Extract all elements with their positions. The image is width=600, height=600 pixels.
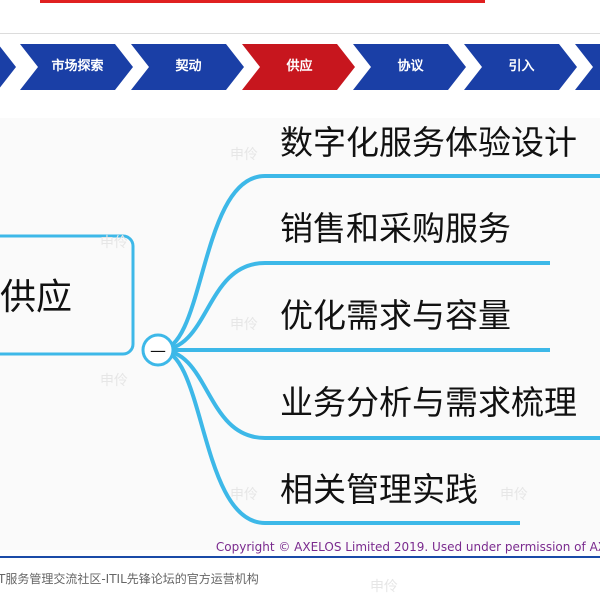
chevron-step-1 [20, 44, 133, 90]
watermark-5: 申伶 [230, 487, 258, 503]
chevron-label-5: 引入 [508, 59, 535, 74]
chevron-step-6 [575, 44, 600, 90]
branch-label-3: 优化需求与容量 [280, 296, 511, 335]
branch-connector-4 [159, 348, 600, 440]
top-red-line [40, 0, 485, 3]
chevron-label-3: 供应 [286, 59, 313, 74]
chevron-step-5 [464, 44, 577, 90]
watermark-4: 申伶 [100, 373, 128, 389]
footer-strip: T服务管理交流社区-ITIL先锋论坛的官方运营机构 申伶 [0, 556, 600, 600]
chevron-step-4 [353, 44, 466, 90]
chevron-shapes [0, 44, 600, 90]
watermark-7: 申伶 [370, 579, 398, 595]
footer-text: T服务管理交流社区-ITIL先锋论坛的官方运营机构 [0, 572, 259, 586]
mindmap-connectors: — [0, 174, 600, 525]
root-node-label: 供应 [0, 277, 73, 318]
chevron-step-3 [242, 44, 355, 90]
chevron-label-4: 协议 [397, 59, 424, 74]
branch-label-4: 业务分析与需求梳理 [280, 383, 577, 422]
branch-label-1: 数字化服务体验设计 [280, 123, 577, 162]
chevron-step-2 [131, 44, 244, 90]
chevron-label-1: 市场探索 [51, 59, 104, 74]
branch-connector-5 [159, 348, 520, 525]
watermark-3: 申伶 [230, 317, 258, 333]
root-box [0, 234, 135, 356]
branch-label-2: 销售和采购服务 [280, 209, 511, 248]
branch-connector-2 [159, 261, 550, 352]
collapse-icon[interactable]: — [150, 341, 166, 360]
chevron-edge [0, 46, 16, 88]
branch-connector-1 [159, 174, 600, 352]
collapse-toggle-circle[interactable] [141, 333, 175, 367]
copyright-notice: Copyright © AXELOS Limited 2019. Used un… [215, 540, 600, 554]
watermark-2: 申伶 [100, 235, 128, 251]
watermark-1: 申伶 [230, 147, 258, 163]
top-bar [0, 0, 600, 34]
top-divider [0, 33, 600, 34]
process-chevron-bar: 市场探索 契动 供应 协议 引入 [0, 44, 600, 90]
mindmap-slide: — 供应 数字化服务体验设计 销售和采购服务 优化需求与容量 业务分析与需求梳理… [0, 118, 600, 550]
chevron-label-2: 契动 [175, 59, 202, 74]
footer-divider [0, 556, 600, 558]
branch-label-5: 相关管理实践 [280, 470, 478, 509]
watermark-6: 申伶 [500, 487, 528, 503]
